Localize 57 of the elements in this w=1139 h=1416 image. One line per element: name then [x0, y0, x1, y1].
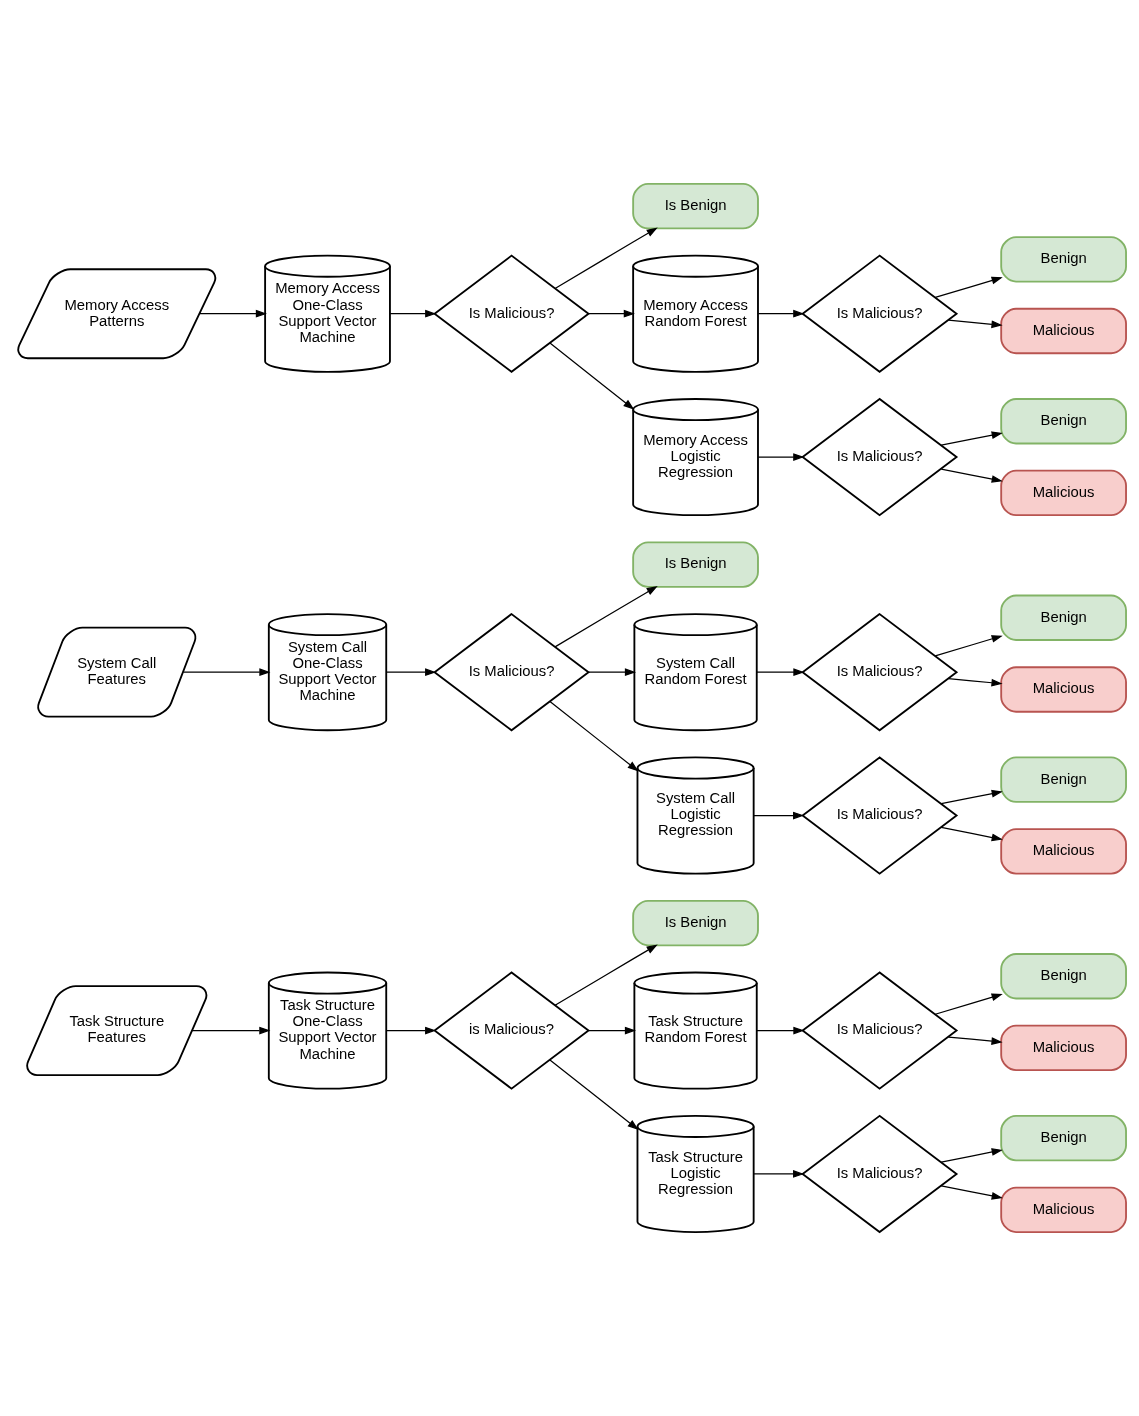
node-diamond: Is Malicious?	[801, 254, 959, 373]
arrow	[753, 811, 805, 820]
arrow	[549, 342, 635, 410]
arrow	[588, 1026, 637, 1035]
arrow	[386, 668, 437, 677]
node-box: Benign	[1000, 398, 1127, 445]
node-box: Malicious	[1000, 1186, 1127, 1233]
arrow	[756, 668, 805, 677]
arrow	[940, 1148, 1003, 1163]
node-diamond: Is Malicious?	[801, 1114, 959, 1234]
node-box: Malicious	[1000, 1024, 1127, 1072]
node-box: Benign	[1000, 236, 1127, 283]
node-box: Is Benign	[632, 183, 759, 230]
arrow	[940, 826, 1003, 842]
node-diamond: Is Malicious?	[801, 971, 959, 1090]
arrow	[549, 1059, 639, 1130]
arrow	[182, 668, 271, 677]
arrow	[934, 993, 1003, 1015]
arrow	[934, 276, 1003, 299]
node-box: Malicious	[1000, 828, 1127, 875]
node-box: Malicious	[1000, 307, 1127, 355]
node-box: Benign	[1000, 756, 1127, 803]
arrow	[934, 635, 1003, 657]
arrow	[386, 1026, 437, 1035]
arrow	[947, 1036, 1003, 1046]
arrow	[588, 668, 637, 677]
node-diamond: Is Malicious?	[801, 612, 959, 732]
node-box: Malicious	[1000, 469, 1127, 517]
arrow	[554, 944, 658, 1006]
arrow	[947, 678, 1003, 687]
node-box: Benign	[1000, 953, 1127, 1000]
arrow	[549, 700, 639, 772]
node-box: Benign	[1000, 1114, 1127, 1162]
arrow	[757, 309, 805, 318]
arrow	[753, 1170, 805, 1178]
node-diamond: is Malicious?	[433, 971, 591, 1090]
node-box: Is Benign	[632, 899, 759, 947]
node-box: Benign	[1000, 594, 1127, 641]
arrow	[940, 431, 1003, 446]
arrow	[940, 468, 1003, 483]
arrow	[940, 1185, 1003, 1200]
node-box: Is Benign	[632, 541, 759, 588]
arrow	[191, 1026, 271, 1035]
node-diamond: Is Malicious?	[801, 756, 959, 875]
arrow	[389, 309, 437, 318]
arrow	[554, 227, 658, 290]
node-box: Malicious	[1000, 666, 1127, 713]
arrow	[757, 453, 805, 461]
arrow	[588, 309, 635, 318]
arrow	[947, 319, 1003, 329]
arrow	[554, 586, 658, 648]
arrow	[940, 789, 1003, 805]
arrow	[199, 309, 267, 318]
node-diamond: Is Malicious?	[433, 612, 591, 732]
arrow	[756, 1026, 805, 1035]
node-diamond: Is Malicious?	[433, 254, 591, 373]
node-diamond: Is Malicious?	[801, 397, 959, 517]
